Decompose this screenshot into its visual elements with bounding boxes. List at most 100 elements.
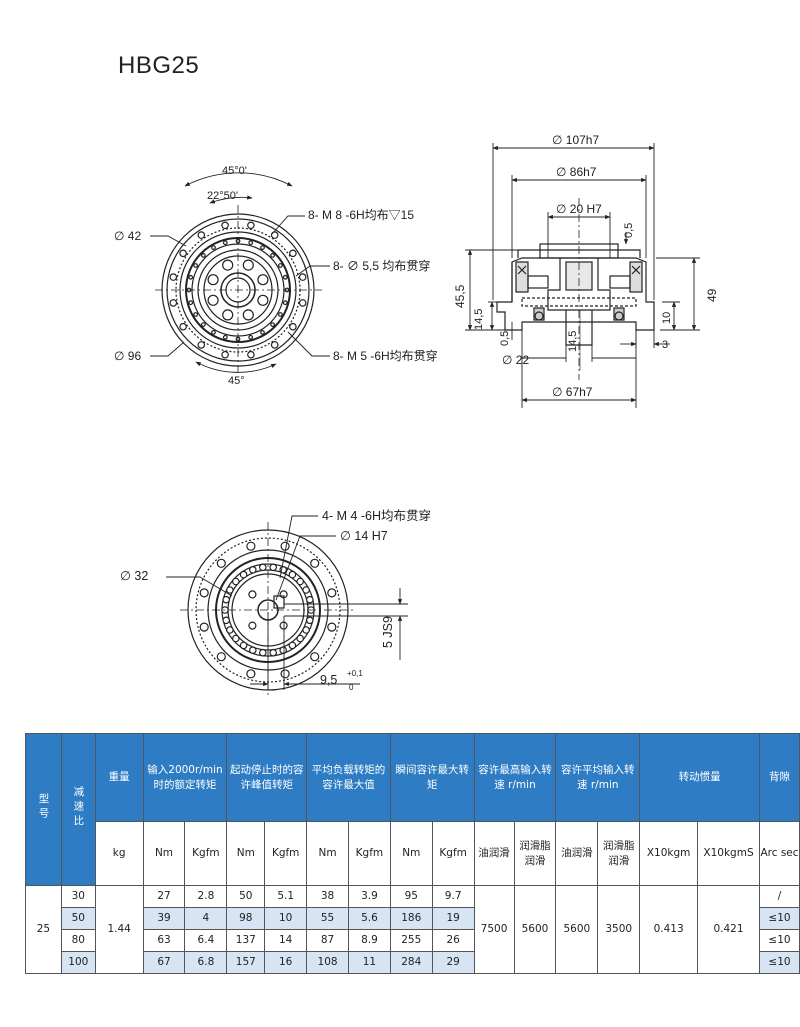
bolt-hole bbox=[247, 221, 255, 230]
bolt-hole bbox=[310, 652, 320, 662]
thread-hole bbox=[207, 274, 219, 286]
cell: 9.7 bbox=[431, 885, 475, 908]
cell: 55 bbox=[306, 907, 349, 930]
bolt-hole bbox=[270, 231, 279, 239]
key-width-label: 5 JS9 bbox=[381, 616, 395, 648]
header-max-speed: 容许最高输入转速 r/min bbox=[473, 733, 557, 822]
roller bbox=[270, 252, 276, 258]
header-inertia: 转动惯量 bbox=[639, 733, 760, 822]
unit-kgfm: Kgfm bbox=[264, 821, 308, 886]
thread-hole bbox=[279, 590, 288, 599]
cell: 10 bbox=[264, 907, 308, 930]
callout-m4: 4- M 4 -6H均布贯穿 bbox=[322, 508, 431, 523]
roller bbox=[279, 646, 288, 655]
roller bbox=[278, 263, 283, 268]
cell-ratio: 80 bbox=[60, 929, 96, 952]
unit-inertia-kgms: X10kgmS bbox=[697, 821, 760, 886]
thread-hole bbox=[248, 590, 257, 599]
cell: 2.8 bbox=[184, 885, 228, 908]
cell: 137 bbox=[226, 929, 266, 952]
unit-nm: Nm bbox=[226, 821, 266, 886]
dim-49: 49 bbox=[705, 288, 719, 302]
roller bbox=[249, 646, 257, 655]
roller bbox=[200, 322, 206, 328]
thread-hole bbox=[257, 294, 269, 306]
roller bbox=[269, 648, 278, 657]
cell: 8.9 bbox=[347, 929, 391, 952]
roller bbox=[193, 312, 199, 317]
cell: 108 bbox=[306, 951, 349, 974]
callout-dia14: ∅ 14 H7 bbox=[340, 529, 388, 543]
cell-backlash: ≤10 bbox=[758, 929, 800, 952]
cell: 14 bbox=[264, 929, 308, 952]
cell-inertia2: 0.421 bbox=[697, 885, 760, 974]
page-title: HBG25 bbox=[118, 52, 200, 79]
roller bbox=[248, 334, 254, 340]
angle-inner-label: 22°50' bbox=[207, 190, 238, 202]
roller bbox=[296, 634, 305, 643]
roller bbox=[302, 626, 310, 634]
unit-arcsec: Arc sec bbox=[758, 821, 800, 886]
dia-42-label: ∅ 42 bbox=[114, 229, 141, 243]
unit-nm: Nm bbox=[142, 821, 186, 886]
header-avg-torque: 平均负载转矩的容许最大值 bbox=[306, 733, 391, 822]
engineering-drawing: 45°0' 22°50' 45° ∅ 42 ∅ 96 8- M 8 -6H均布▽… bbox=[114, 133, 719, 698]
thread-hole bbox=[207, 294, 219, 306]
cell: 255 bbox=[389, 929, 433, 952]
unit-oil: 油润滑 bbox=[473, 821, 515, 886]
cell-model: 25 bbox=[25, 885, 62, 974]
roller bbox=[302, 586, 310, 594]
dim-3: 3 bbox=[662, 339, 668, 351]
dim-22: ∅ 22 bbox=[502, 353, 529, 367]
cell: 98 bbox=[226, 907, 266, 930]
header-weight: 重量 bbox=[94, 733, 144, 822]
cell-backlash: ≤10 bbox=[758, 951, 800, 974]
cell: 6.4 bbox=[184, 929, 228, 952]
dia-96-label: ∅ 96 bbox=[114, 349, 141, 363]
roller bbox=[188, 300, 194, 306]
roller bbox=[270, 322, 276, 328]
roller bbox=[211, 330, 216, 335]
dim-20: ∅ 20 H7 bbox=[556, 202, 602, 216]
thread-hole bbox=[222, 309, 234, 321]
cell: 284 bbox=[389, 951, 433, 974]
bolt-hole bbox=[247, 350, 255, 359]
cell: 67 bbox=[142, 951, 186, 974]
bottom-outer-holes bbox=[199, 541, 337, 679]
cell: 6.8 bbox=[184, 951, 228, 974]
header-backlash: 背隙 bbox=[758, 733, 800, 822]
tol-upper: +0,1 bbox=[347, 669, 363, 678]
thread-hole bbox=[242, 259, 254, 271]
cell: 5.1 bbox=[264, 885, 308, 908]
cell-inertia1: 0.413 bbox=[639, 885, 699, 974]
cell-max-oil: 7500 bbox=[473, 885, 515, 974]
cell: 11 bbox=[347, 951, 391, 974]
header-peak-torque: 起动停止时的容许峰值转矩 bbox=[226, 733, 308, 822]
header-ratio: 减速比 bbox=[60, 733, 96, 886]
unit-grease: 润滑脂润滑 bbox=[597, 821, 641, 886]
dim-05-left: 0,5 bbox=[499, 331, 511, 346]
roller bbox=[239, 570, 248, 579]
roller bbox=[222, 240, 228, 246]
bolt-hole bbox=[199, 588, 209, 598]
bolt-hole bbox=[280, 669, 290, 679]
cell-ratio: 50 bbox=[60, 907, 96, 930]
roller bbox=[260, 245, 265, 251]
cell: 4 bbox=[184, 907, 228, 930]
bolt-hole bbox=[310, 558, 320, 568]
unit-inertia-kgm: X10kgm bbox=[639, 821, 699, 886]
unit-nm: Nm bbox=[306, 821, 349, 886]
header-avg-speed: 容许平均输入转速 r/min bbox=[555, 733, 641, 822]
roller bbox=[269, 563, 278, 572]
bolt-hole bbox=[280, 541, 290, 551]
cell-avg-oil: 5600 bbox=[555, 885, 599, 974]
roller bbox=[249, 565, 257, 574]
roller bbox=[278, 312, 283, 317]
roller bbox=[193, 263, 199, 268]
cell-backlash: / bbox=[758, 885, 800, 908]
bolt-hole bbox=[289, 322, 297, 331]
bolt-hole bbox=[216, 558, 226, 568]
cell: 39 bbox=[142, 907, 186, 930]
cell-max-grease: 5600 bbox=[513, 885, 557, 974]
table-row: 80 63 6.4 137 14 87 8.9 255 26 ≤10 bbox=[26, 929, 800, 952]
